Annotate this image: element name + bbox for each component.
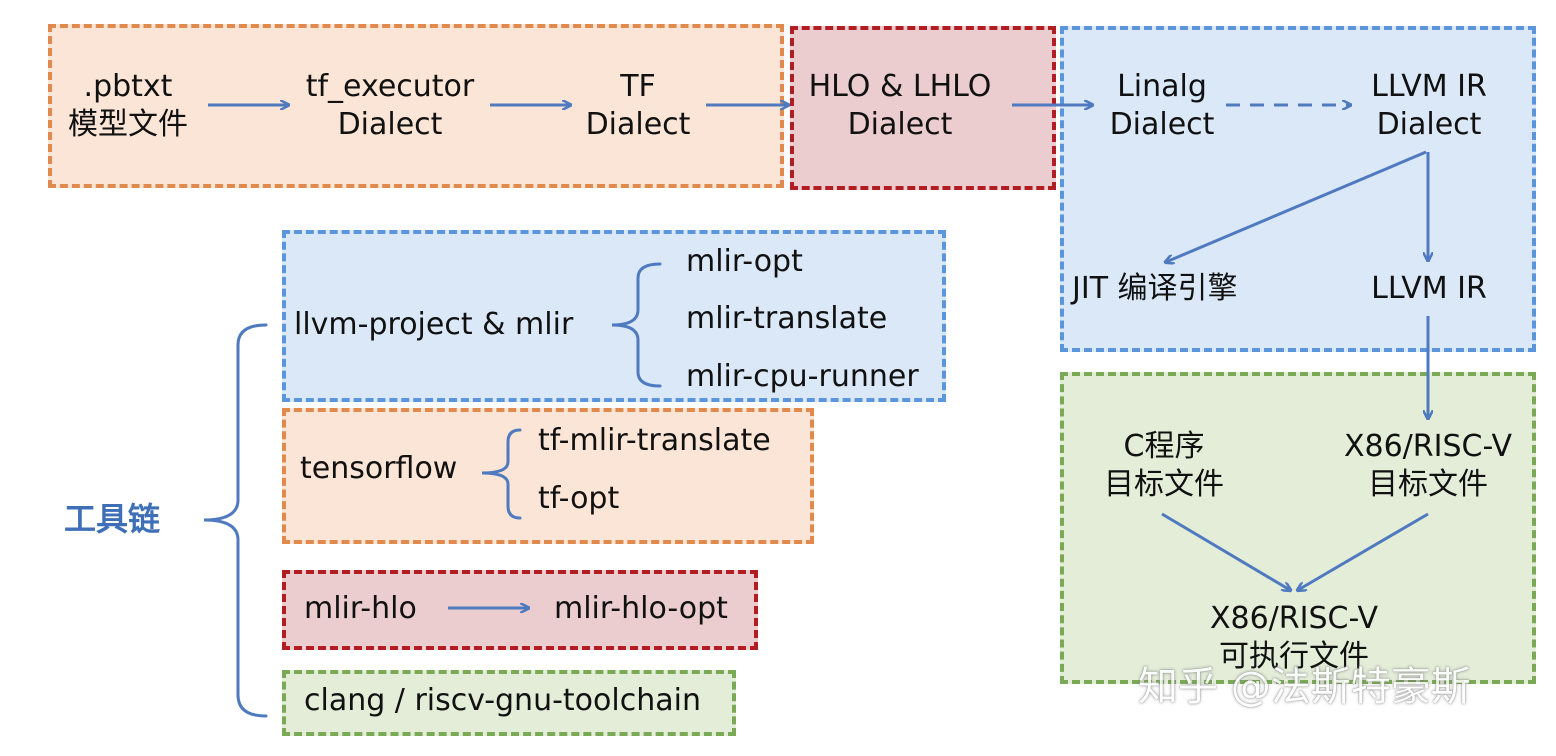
clang-riscv-toolchain-label: clang / riscv-gnu-toolchain (304, 683, 701, 718)
toolchain-label: 工具链 (64, 500, 161, 538)
hlo-dialect-group (790, 26, 1056, 190)
linalg-dialect-node: Linalg Dialect (1109, 69, 1215, 142)
tf-opt-label: tf-opt (538, 481, 620, 516)
pbtxt-node: .pbtxt 模型文件 (68, 69, 188, 142)
tensorflow-tools-box (282, 408, 814, 544)
tf-mlir-translate-label: tf-mlir-translate (538, 423, 771, 458)
clang-box (282, 670, 736, 736)
llvm-ir-dialect-node: LLVM IR Dialect (1371, 69, 1487, 142)
tf-dialect-node: TF Dialect (585, 69, 691, 142)
llvm-ir-node: LLVM IR (1371, 271, 1487, 306)
zhihu-watermark: 知乎 @法斯特豪斯 (1138, 664, 1471, 710)
mlir-opt-label: mlir-opt (686, 244, 803, 279)
mlir-cpu-runner-label: mlir-cpu-runner (686, 359, 919, 394)
jit-engine-node: JIT 编译引擎 (1072, 271, 1238, 306)
x86-riscv-object-file-node: X86/RISC-V 目标文件 (1343, 429, 1513, 502)
mlir-hlo-label: mlir-hlo (304, 591, 417, 626)
llvm-project-mlir-label: llvm-project & mlir (294, 307, 574, 342)
tensorflow-dialect-group (48, 24, 784, 188)
toolchain-brace (203, 323, 268, 718)
tf-executor-dialect-node: tf_executor Dialect (305, 69, 475, 142)
mlir-hlo-opt-label: mlir-hlo-opt (554, 591, 728, 626)
mlir-translate-label: mlir-translate (686, 301, 888, 336)
x86-riscv-executable-node: X86/RISC-V 可执行文件 (1209, 601, 1379, 674)
hlo-lhlo-dialect-node: HLO & LHLO Dialect (808, 69, 992, 142)
tensorflow-label: tensorflow (300, 451, 458, 486)
c-object-file-node: C程序 目标文件 (1104, 429, 1224, 502)
